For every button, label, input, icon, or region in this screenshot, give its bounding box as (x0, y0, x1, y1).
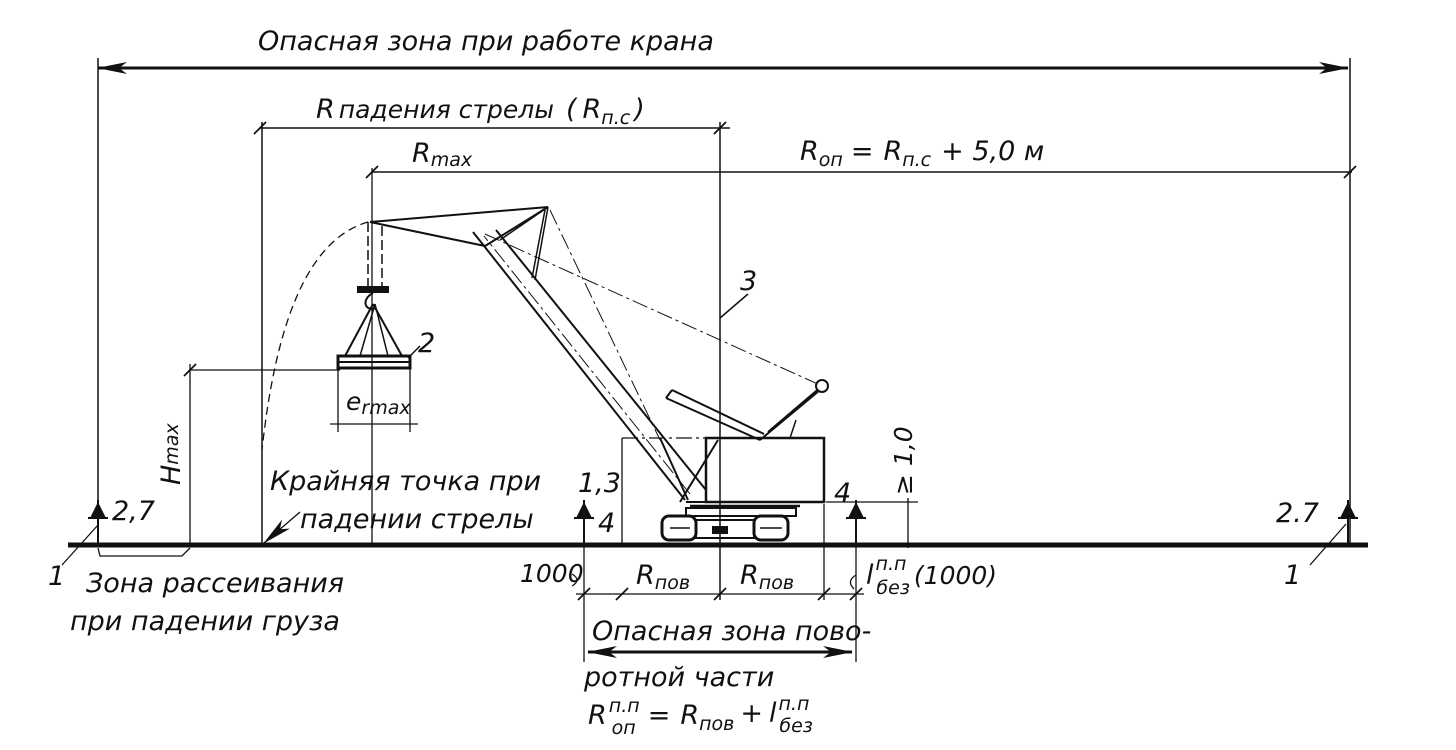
zone-title: Опасная зона при работе крана (258, 26, 714, 57)
right-leader (1309, 523, 1347, 566)
scatter-zone-brace (97, 547, 191, 557)
left-sign-label: 2,7 (112, 496, 155, 527)
equals: = (851, 136, 874, 167)
dim-1000-leader (571, 573, 578, 587)
subscript: пов (759, 572, 794, 594)
extreme-point-line1: Крайняя точка при (270, 466, 541, 497)
scatter-zone-line1: Зона рассеивания (86, 568, 344, 599)
dim-tick (1343, 165, 1357, 179)
r-symbol: R (883, 136, 902, 167)
far-right-sign-label: 2.7 (1276, 498, 1319, 529)
subscript: без (876, 577, 910, 599)
warning-sign-crane-right (846, 500, 866, 545)
r-symbol: R (740, 560, 759, 591)
equals: = (648, 700, 671, 731)
extreme-point-line2: падении стрелы (300, 504, 534, 535)
scatter-zone-line2: при падении груза (70, 606, 340, 637)
dim-tick (817, 587, 831, 601)
warning-sign-mid (574, 500, 594, 545)
paren: ) (632, 94, 645, 125)
h-symbol: H (156, 465, 187, 485)
mid-sign-4: 4 (598, 508, 615, 539)
clearance-label: ≥ 1,0 (889, 426, 918, 495)
rotating-zone-line1: Опасная зона пово- (592, 616, 871, 647)
l-symbol: l (769, 698, 777, 729)
load-width-label: ermax (346, 387, 411, 419)
superscript: п.п (778, 693, 809, 715)
callout-3-leader (719, 293, 749, 319)
dim-1000-left: 1000 (520, 559, 584, 588)
dim-tick (615, 587, 629, 601)
mid-sign-label: 1,3 (578, 468, 621, 499)
subscript: пов (655, 572, 690, 594)
subscript: пов (699, 713, 734, 735)
dim-tick (713, 587, 727, 601)
lbez-paren-value: (1000) (914, 561, 997, 590)
subscript: п.с (902, 149, 931, 171)
warning-sign-left (88, 500, 108, 545)
dim-tick (577, 587, 591, 601)
rop-formula: Rоп = Rп.с + 5,0 м (800, 136, 1044, 171)
left-leader-label: 1 (48, 561, 65, 592)
right-leader-label: 1 (1284, 560, 1301, 591)
boom-fall-text: падения стрелы (339, 95, 554, 124)
left-leader (61, 524, 99, 566)
rpov-right-label: Rпов (740, 560, 794, 594)
r-symbol: R (800, 136, 819, 167)
rpov-left-label: Rпов (636, 560, 690, 594)
boom-fall-arc (261, 221, 369, 451)
formula-tail: + 5,0 м (941, 136, 1044, 167)
subscript: rmax (361, 397, 411, 419)
dim-tick (253, 121, 267, 135)
subscript: оп (819, 149, 843, 171)
extreme-point-arrow (263, 511, 301, 544)
callout-2: 2 (418, 328, 435, 359)
plus: + (740, 698, 763, 729)
l-symbol: l (866, 560, 874, 591)
r-symbol: R (412, 138, 431, 169)
superscript: п.п (876, 553, 907, 575)
warning-sign-far-right (1338, 500, 1358, 545)
hmax-label: Hmax (156, 423, 187, 485)
crane-body (621, 379, 829, 545)
right-crane-sign-label: 4 (834, 478, 851, 509)
rotating-zone-line2: ротной части (583, 662, 774, 693)
superscript: п.п (609, 695, 640, 717)
lbez-leader (849, 574, 857, 590)
rmax-label: Rmax (412, 138, 473, 171)
r-symbol: R (316, 94, 335, 125)
subscript: оп (612, 717, 636, 739)
hoist-and-load (330, 222, 418, 432)
subscript: без (779, 715, 813, 737)
crane-boom (369, 206, 821, 501)
subscript: max (161, 423, 183, 465)
r-symbol: R (680, 700, 699, 731)
subscript: max (431, 149, 473, 171)
subscript: п.с (601, 107, 630, 129)
dim-tick (849, 587, 863, 601)
dim-tick (183, 363, 197, 377)
r-symbol: R (588, 700, 607, 731)
e-symbol: e (346, 387, 361, 416)
r-symbol: R (583, 94, 602, 125)
r-symbol: R (636, 560, 655, 591)
paren: ( (566, 94, 578, 125)
callout-3: 3 (740, 266, 757, 297)
callout-2-leader (407, 345, 421, 359)
